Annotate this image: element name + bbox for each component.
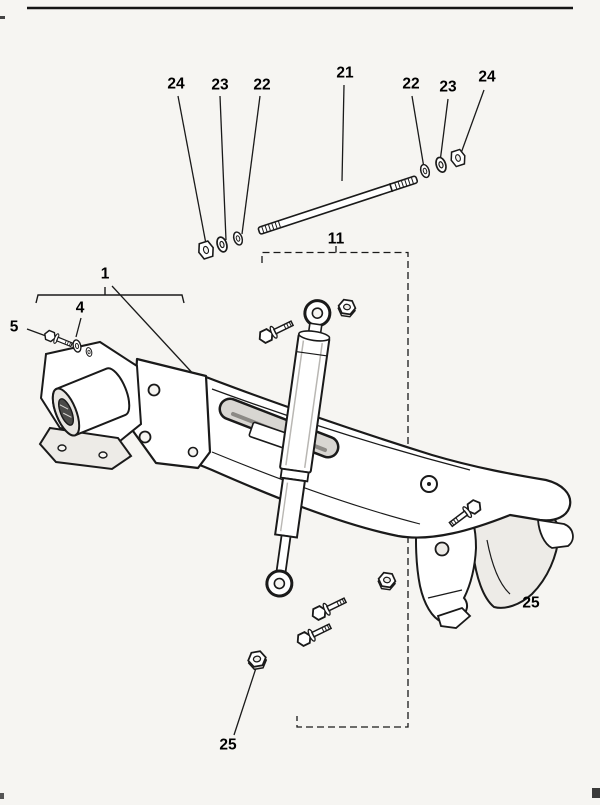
washer-23-right <box>433 155 449 175</box>
callout-5: 5 <box>9 318 19 336</box>
callout-24-right: 24 <box>478 68 496 86</box>
rod-hardware-left <box>195 230 245 261</box>
bolt-5 <box>42 328 75 351</box>
nut-top-mount <box>336 298 358 319</box>
scan-artifacts <box>0 6 600 799</box>
callout-23-left: 23 <box>211 76 229 94</box>
bolt-bottom-mount-1 <box>309 593 349 623</box>
shock-absorber <box>265 299 332 598</box>
callout-11: 11 <box>327 230 345 248</box>
callout-25-right: 25 <box>522 594 540 612</box>
callout-24-left: 24 <box>167 75 185 93</box>
callout-25-bottom: 25 <box>219 736 237 754</box>
bolt-top-mount <box>256 316 296 346</box>
washer-22-right <box>418 162 432 180</box>
rod-hardware-right <box>418 147 468 180</box>
callout-4: 4 <box>75 299 85 317</box>
bolt-bottom-mount-2 <box>294 619 334 649</box>
nut-24-right <box>448 147 468 169</box>
nut-24-left <box>195 239 217 261</box>
callout-22-right: 22 <box>402 75 420 93</box>
nut-bottom-mount <box>376 571 398 592</box>
callout-22-left: 22 <box>253 76 271 94</box>
rear-flange <box>466 500 561 609</box>
callout-21: 21 <box>336 64 354 82</box>
bracket-group-11 <box>261 246 409 728</box>
callout-1: 1 <box>100 265 110 283</box>
bushing-housing <box>38 340 143 471</box>
nut-25-bottom <box>246 649 269 672</box>
callout-23-right: 23 <box>439 78 457 96</box>
bracket-group-1 <box>35 287 185 304</box>
mounting-plate <box>131 357 212 470</box>
washer-23-left <box>214 235 230 254</box>
pivot-bolt-21 <box>257 175 419 235</box>
